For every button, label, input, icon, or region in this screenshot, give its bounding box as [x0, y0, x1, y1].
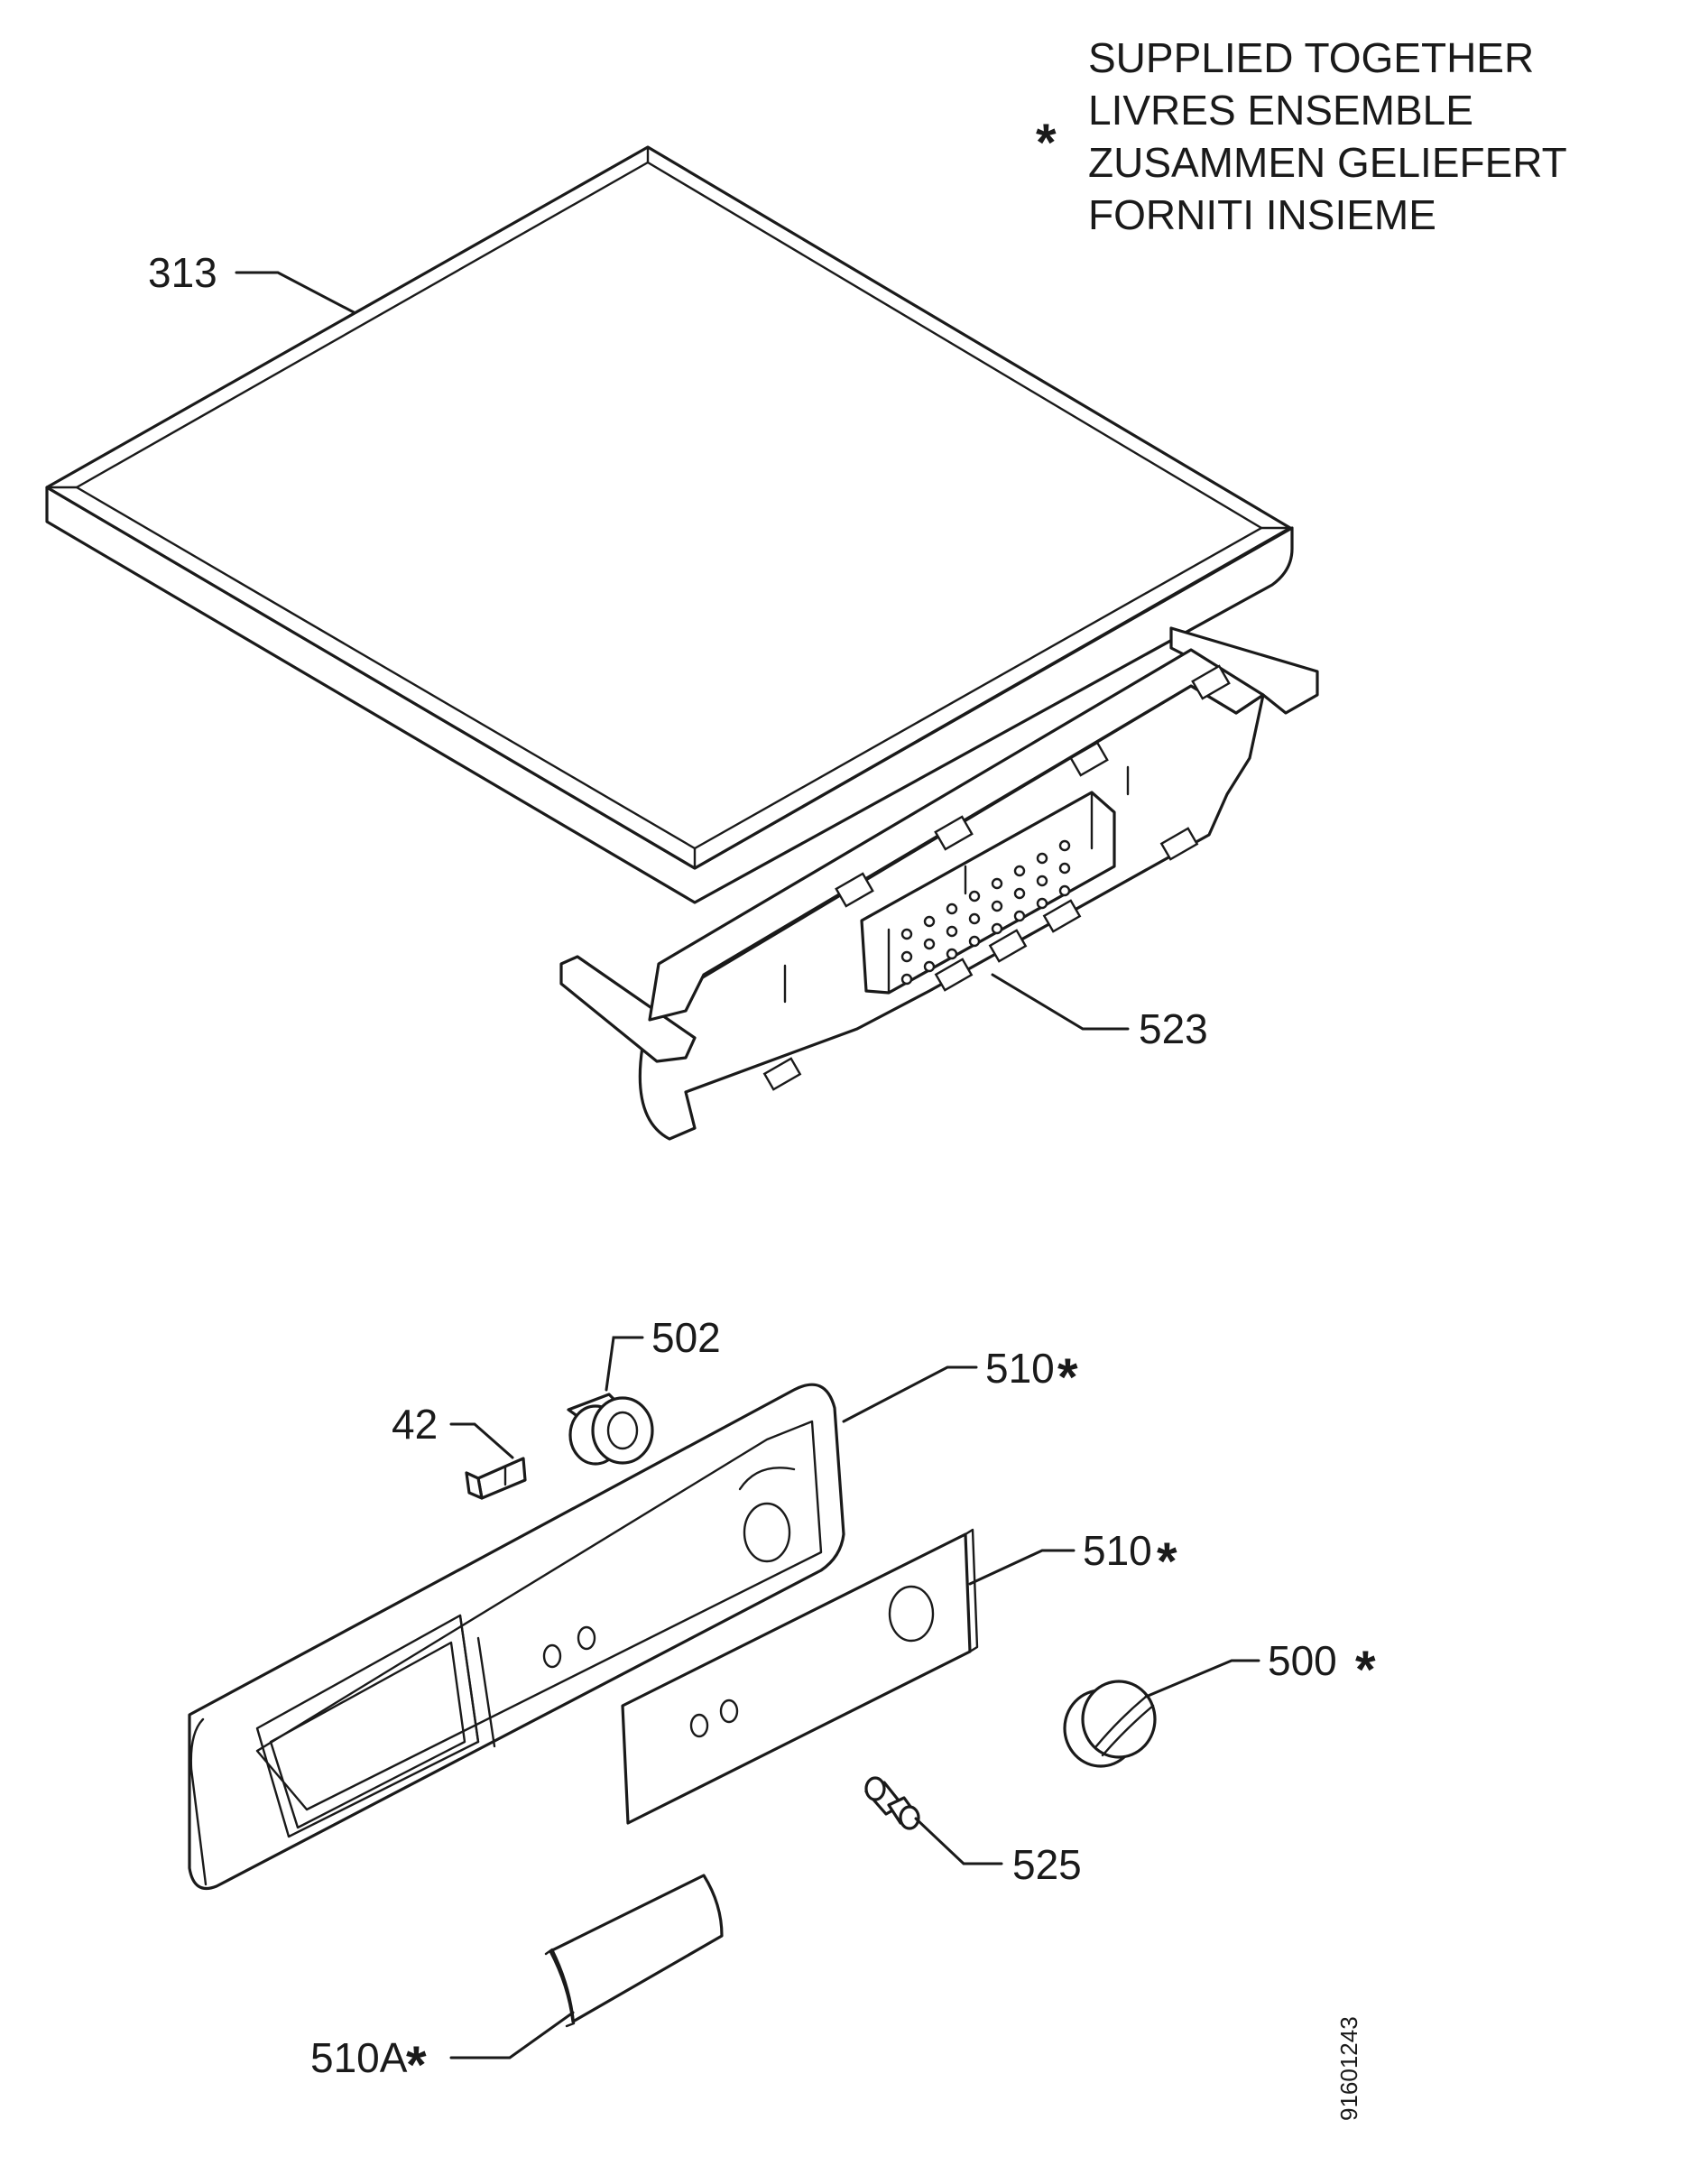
callout-313: 313	[148, 249, 355, 314]
label-313: 313	[148, 249, 217, 296]
label-500: 500	[1268, 1637, 1337, 1684]
callout-510-plate: 510 *	[968, 1527, 1177, 1591]
part-313-lid	[45, 145, 1294, 904]
perforation-holes	[900, 839, 1071, 986]
part-500-program-knob	[1063, 1680, 1157, 1768]
legend-line-en: SUPPLIED TOGETHER	[1088, 34, 1534, 81]
document-number: 91601243	[1335, 2016, 1362, 2121]
label-525: 525	[1012, 1841, 1082, 1888]
label-523: 523	[1139, 1005, 1208, 1052]
legend-line-de: ZUSAMMEN GELIEFERT	[1088, 139, 1567, 186]
label-510-panel: 510	[985, 1345, 1055, 1392]
label-510a: 510A	[310, 2034, 408, 2081]
callout-523: 523	[991, 973, 1208, 1052]
callout-510a: 510A *	[310, 2011, 575, 2095]
asterisk-510-panel: *	[1057, 1348, 1078, 1407]
part-42-switch	[465, 1457, 527, 1500]
label-42: 42	[392, 1401, 438, 1448]
legend-asterisk: *	[1036, 114, 1057, 172]
part-510a-door-handle	[544, 1874, 724, 2028]
part-510-fascia-plate	[621, 1528, 979, 1825]
part-510-control-panel	[188, 1383, 845, 1891]
callout-510-panel: 510 *	[842, 1345, 1078, 1423]
callout-42: 42	[392, 1401, 514, 1459]
legend-line-fr: LIVRES ENSEMBLE	[1088, 87, 1473, 134]
part-525-push-rod	[864, 1776, 920, 1830]
callout-525: 525	[914, 1817, 1082, 1888]
asterisk-510-plate: *	[1157, 1532, 1177, 1591]
callout-502: 502	[605, 1314, 721, 1392]
asterisk-500: *	[1355, 1641, 1376, 1699]
asterisk-510a: *	[406, 2036, 427, 2095]
legend-line-it: FORNITI INSIEME	[1088, 191, 1436, 238]
part-502-knob-insert	[567, 1393, 654, 1466]
callout-500: 500 *	[1144, 1637, 1376, 1699]
legend: * SUPPLIED TOGETHER LIVRES ENSEMBLE ZUSA…	[1036, 34, 1567, 238]
part-523-rear-frame	[559, 626, 1319, 1141]
label-502: 502	[651, 1314, 721, 1361]
label-510-plate: 510	[1083, 1527, 1152, 1574]
